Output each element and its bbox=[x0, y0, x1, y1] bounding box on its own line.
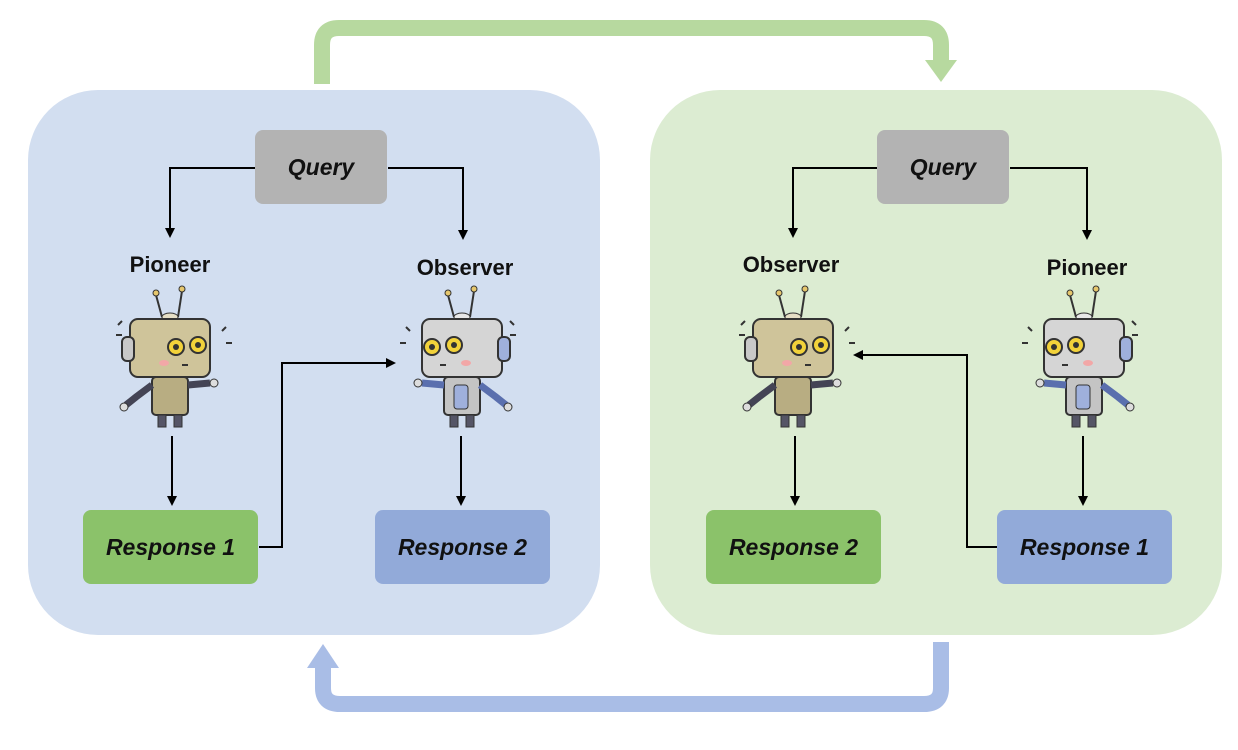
query-box-left: Query bbox=[255, 130, 387, 204]
arrow-query-to-observer-right bbox=[788, 167, 877, 238]
observer-robot-icon bbox=[739, 286, 855, 427]
loop-arrow-top bbox=[314, 20, 949, 84]
query-box-right: Query bbox=[877, 130, 1009, 204]
arrow-query-to-observer-left bbox=[388, 167, 468, 240]
response1-box-right: Response 1 bbox=[997, 510, 1172, 584]
agent-label-pioneer-right: Pioneer bbox=[1046, 255, 1128, 280]
loop-arrow-bottom-head bbox=[307, 644, 339, 668]
arrow-query-to-pioneer-left bbox=[165, 167, 255, 238]
pioneer-robot-icon bbox=[116, 286, 232, 427]
pioneer-robot-icon bbox=[1022, 286, 1138, 427]
arrow-response1-to-observer-right bbox=[853, 350, 999, 548]
agent-label-observer-left: Observer bbox=[416, 255, 514, 280]
response2-box-right: Response 2 bbox=[706, 510, 881, 584]
agent-label-pioneer-left: Pioneer bbox=[129, 252, 211, 277]
arrow-response1-to-observer-left bbox=[259, 358, 396, 548]
arrow-query-to-pioneer-right bbox=[1010, 167, 1092, 240]
response2-box-left: Response 2 bbox=[375, 510, 550, 584]
loop-arrow-top-head bbox=[925, 60, 957, 82]
agent-label-observer-right: Observer bbox=[742, 252, 840, 277]
response1-box-left: Response 1 bbox=[83, 510, 258, 584]
loop-arrow-bottom bbox=[315, 642, 949, 712]
observer-robot-icon bbox=[400, 286, 516, 427]
